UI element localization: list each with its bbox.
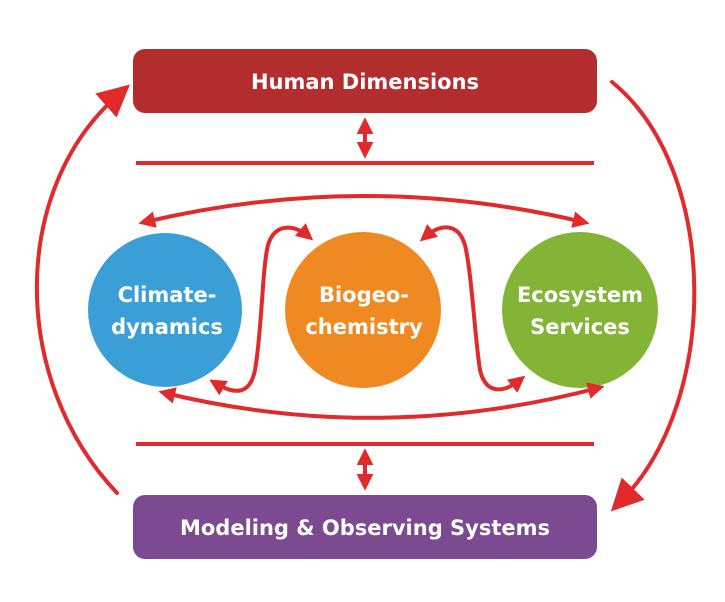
climate-dynamics-label-line2: dynamics xyxy=(111,315,223,339)
left-outer-arrow-icon xyxy=(35,84,131,495)
ecosystem-services-label-line2: Services xyxy=(530,315,630,339)
modeling-observing-box-background xyxy=(133,495,597,559)
ecosystem-services-label-line1: Ecosystem xyxy=(517,283,643,307)
climate-dynamics-label-line1: Climate- xyxy=(118,283,217,307)
biogeochemistry-node: Biogeo- chemistry xyxy=(285,232,441,388)
ecosystem-services-circle xyxy=(502,232,658,388)
biogeochemistry-label-line1: Biogeo- xyxy=(319,283,409,307)
modeling-observing-box: Modeling & Observing Systems xyxy=(133,495,597,559)
ecosystem-services-node: Ecosystem Services xyxy=(502,232,658,388)
climate-ecosystem-bottom-arrow-icon xyxy=(158,382,605,420)
biogeochemistry-label-line2: chemistry xyxy=(305,315,423,339)
human-dimensions-label: Human Dimensions xyxy=(251,70,479,94)
climate-biogeo-arrow-icon xyxy=(209,223,314,396)
right-outer-arrow-icon xyxy=(610,80,697,512)
human-dimensions-box: Human Dimensions xyxy=(133,49,597,113)
climate-dynamics-node: Climate- dynamics xyxy=(88,233,242,387)
climate-ecosystem-top-arrow-icon xyxy=(138,194,590,228)
biogeo-ecosystem-arrow-icon xyxy=(419,224,526,393)
modeling-observing-label: Modeling & Observing Systems xyxy=(180,516,550,540)
climate-dynamics-circle xyxy=(88,233,242,387)
biogeochemistry-circle xyxy=(285,232,441,388)
human-dimensions-box-background xyxy=(133,49,597,113)
